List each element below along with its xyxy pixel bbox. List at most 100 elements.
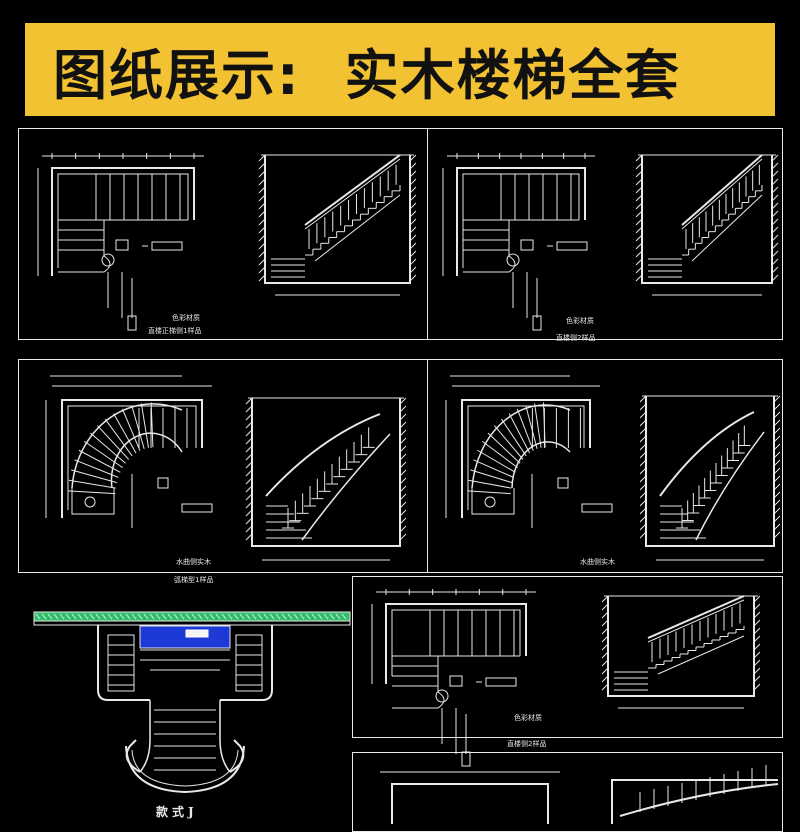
wall-hatch: [601, 683, 609, 691]
curved-tread: [71, 469, 117, 484]
wall-hatch: [399, 533, 407, 541]
floor-hatch: [287, 613, 293, 620]
wall-hatch: [258, 242, 266, 250]
handrail-detail: [485, 677, 517, 687]
curved-tread: [467, 490, 511, 495]
curved-stringer: [301, 433, 391, 541]
floor-hatch: [281, 613, 287, 620]
wall-hatch: [773, 467, 781, 475]
floor-hatch: [125, 613, 131, 620]
wall-hatch: [635, 178, 643, 186]
handrail: [681, 154, 763, 226]
wall-hatch: [399, 413, 407, 421]
wall-hatch: [639, 475, 647, 483]
page-title: 图纸展示:实木楼梯全套: [53, 31, 681, 110]
wall-hatch: [245, 429, 253, 437]
wall-hatch: [771, 242, 779, 250]
floor-hatch: [185, 613, 191, 620]
wall-hatch: [635, 266, 643, 274]
wall-hatch: [753, 667, 761, 675]
wall-hatch: [635, 226, 643, 234]
bottom-landing: [471, 488, 515, 515]
panel4-caption-a: 水曲侧实木: [580, 558, 615, 566]
curved-tread: [508, 413, 531, 454]
panel5-caption-b: 直楼侧2样品: [507, 740, 547, 748]
wall-hatch: [773, 499, 781, 507]
wall-hatch: [639, 499, 647, 507]
wall-hatch: [409, 178, 417, 186]
panel2-caption-b: 直楼侧2样品: [556, 334, 596, 342]
wall-hatch: [601, 603, 609, 611]
blue-block-tag: [185, 629, 209, 638]
stair-landing: [392, 656, 445, 709]
curved-tread: [468, 479, 512, 489]
baluster-detail: [449, 675, 463, 687]
floor-hatch: [137, 613, 143, 620]
wall-hatch: [399, 501, 407, 509]
wall-hatch: [399, 421, 407, 429]
wall-hatch: [409, 218, 417, 226]
wall-hatch: [635, 194, 643, 202]
floor-hatch: [269, 613, 275, 620]
curved-plan-outline: [61, 399, 203, 518]
bottom-landing: [71, 488, 115, 515]
curved-tread: [83, 440, 123, 469]
right-pillar: [235, 634, 263, 692]
curved-tread: [68, 479, 116, 489]
handrail-lower: [304, 158, 401, 230]
floor-hatch: [227, 613, 233, 620]
floor-hatch: [305, 613, 311, 620]
wall-hatch: [635, 218, 643, 226]
drawing-panel-4: [427, 359, 783, 573]
curved-tread: [470, 469, 513, 484]
floor-hatch: [71, 613, 77, 620]
curved-stringer: [695, 431, 765, 541]
curved-tread: [516, 408, 534, 451]
stair-landing: [463, 220, 516, 273]
wall-hatch: [639, 523, 647, 531]
wall-hatch: [639, 435, 647, 443]
curved-tread: [525, 405, 538, 450]
wall-hatch: [639, 467, 647, 475]
outer-arc: [471, 404, 571, 489]
baluster-foot: [127, 315, 137, 331]
wall-hatch: [399, 525, 407, 533]
wall-hatch: [639, 507, 647, 515]
panel3-caption-b: 弧梯型1样品: [174, 576, 214, 584]
wall-hatch: [771, 178, 779, 186]
newel-post: [84, 496, 96, 508]
floor-hatch: [233, 613, 239, 620]
stair-plan-outline: [385, 603, 527, 684]
curved-tread: [104, 418, 133, 457]
baluster-foot: [532, 315, 542, 331]
curved-tread: [113, 413, 137, 454]
floor-hatch: [293, 613, 299, 620]
stair-flare-left: [139, 700, 151, 773]
floor-hatch: [317, 613, 323, 620]
wall-hatch: [771, 234, 779, 242]
wall-hatch: [771, 258, 779, 266]
floor-hatch: [197, 613, 203, 620]
wall-hatch: [753, 659, 761, 667]
wall-hatch: [601, 619, 609, 627]
wall-hatch: [753, 635, 761, 643]
stair-plan-wall-inner: [391, 609, 521, 676]
handrail-lower: [647, 599, 745, 643]
wall-hatch: [409, 154, 417, 162]
elevation-frame: [645, 396, 775, 547]
floor-hatch: [299, 613, 305, 620]
curved-tread: [67, 490, 116, 495]
wall-hatch: [773, 515, 781, 523]
wall-hatch: [771, 266, 779, 274]
floor-hatch: [275, 613, 281, 620]
baluster-detail: [115, 239, 129, 251]
wall-hatch: [639, 427, 647, 435]
wall-hatch: [399, 509, 407, 517]
wall-hatch: [771, 274, 779, 282]
wall-hatch: [409, 274, 417, 282]
floor-hatch: [47, 613, 53, 620]
drawing-panel-5: [352, 576, 783, 738]
floor-hatch: [245, 613, 251, 620]
wall-hatch: [753, 683, 761, 691]
